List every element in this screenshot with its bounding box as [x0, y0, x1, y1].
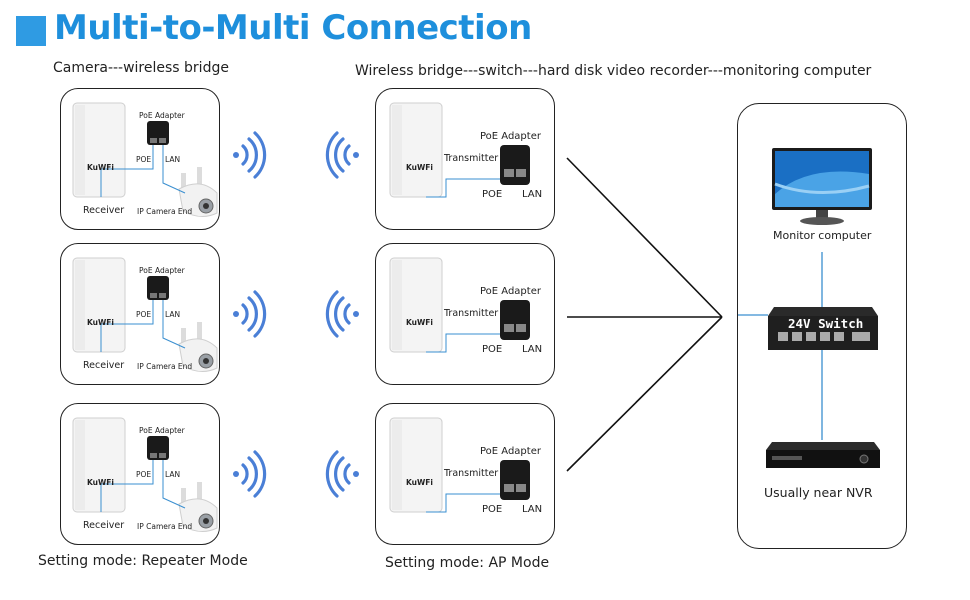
converging-lines [566, 157, 723, 472]
poe-adapter-label: PoE Adapter [139, 111, 185, 120]
lan-label: LAN [165, 310, 181, 319]
poe-adapter-label: PoE Adapter [139, 426, 185, 435]
brand-logo: KuWFi [406, 318, 433, 327]
lan-label: LAN [165, 470, 181, 479]
brand-logo: KuWFi [87, 163, 114, 172]
receiver-panel-2: KuWFi PoE Adapter POE LAN Receiver IP Ca… [60, 243, 220, 385]
poe-adapter-label: PoE Adapter [480, 446, 541, 457]
wifi-signal-icon [233, 131, 359, 498]
receiver-label: Receiver [83, 360, 125, 371]
poe-label: POE [482, 504, 503, 515]
lan-label: LAN [165, 155, 181, 164]
lan-label: LAN [522, 344, 543, 355]
brand-logo: KuWFi [406, 163, 433, 172]
caption-bridge-chain: Wireless bridge---switch---hard disk vid… [355, 63, 872, 79]
transmitter-label: Transmitter [444, 153, 499, 164]
poe-label: POE [136, 155, 152, 164]
brand-logo: KuWFi [406, 478, 433, 487]
caption-ap-mode: Setting mode: AP Mode [385, 555, 550, 571]
poe-adapter-label: PoE Adapter [480, 286, 541, 297]
lan-label: LAN [522, 504, 543, 515]
switch-label: 24V Switch [788, 316, 864, 331]
transmitter-label: Transmitter [444, 308, 499, 319]
transmitter-device-illustration [389, 257, 530, 353]
caption-camera-bridge: Camera---wireless bridge [53, 60, 229, 76]
poe-adapter-label: PoE Adapter [139, 266, 185, 275]
camera-end-label: IP Camera End [137, 362, 193, 371]
page-title: Multi-to-Multi Connection [54, 8, 532, 48]
camera-end-label: IP Camera End [137, 522, 193, 531]
poe-label: POE [482, 189, 503, 200]
poe-label: POE [136, 470, 152, 479]
camera-end-label: IP Camera End [137, 207, 193, 216]
network-panel: Monitor computer 24V Switch Usually near… [737, 103, 907, 549]
transmitter-device-illustration [389, 417, 530, 513]
receiver-panel-1: KuWFi PoE Adapter POE LAN Receiver IP Ca… [60, 88, 220, 230]
receiver-label: Receiver [83, 205, 125, 216]
transmitter-device-illustration [389, 102, 530, 198]
receiver-panel-3: KuWFi PoE Adapter POE LAN Receiver IP Ca… [60, 403, 220, 545]
poe-label: POE [482, 344, 503, 355]
transmitter-panel-3: KuWFi PoE Adapter Transmitter POE LAN [375, 403, 555, 545]
nvr-label: Usually near NVR [764, 485, 873, 500]
transmitter-panel-2: KuWFi PoE Adapter Transmitter POE LAN [375, 243, 555, 385]
title-square-icon [16, 16, 46, 46]
brand-logo: KuWFi [87, 318, 114, 327]
receiver-device-illustration [72, 417, 218, 532]
lan-label: LAN [522, 189, 543, 200]
network-illustration [738, 148, 880, 468]
transmitter-panel-1: KuWFi PoE Adapter Transmitter POE LAN [375, 88, 555, 230]
receiver-device-illustration [72, 102, 218, 217]
caption-repeater-mode: Setting mode: Repeater Mode [38, 553, 248, 569]
monitor-computer-label: Monitor computer [773, 229, 872, 242]
poe-adapter-label: PoE Adapter [480, 131, 541, 142]
transmitter-label: Transmitter [444, 468, 499, 479]
poe-label: POE [136, 310, 152, 319]
receiver-device-illustration [72, 257, 218, 372]
brand-logo: KuWFi [87, 478, 114, 487]
receiver-label: Receiver [83, 520, 125, 531]
